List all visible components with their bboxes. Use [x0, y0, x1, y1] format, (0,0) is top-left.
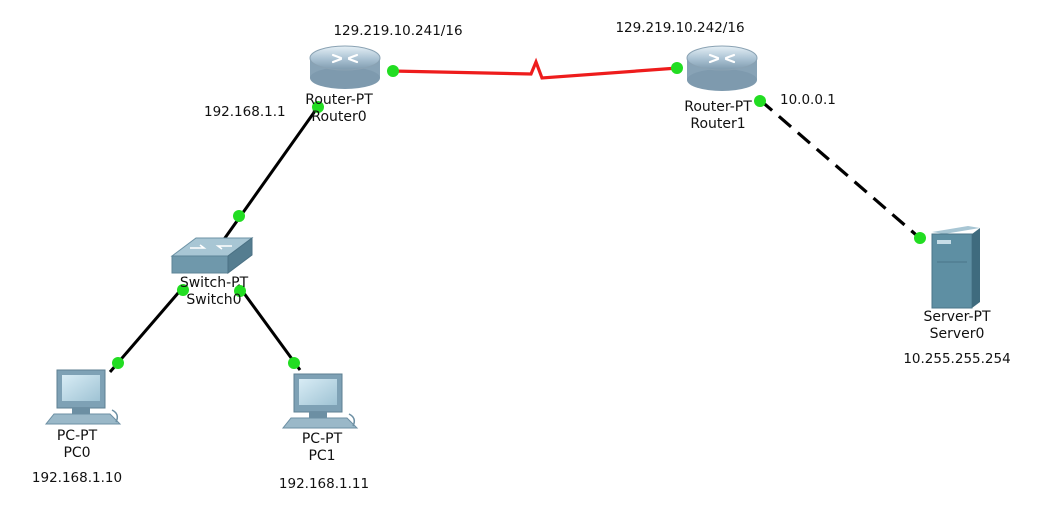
port-up-indicator: [754, 95, 766, 107]
serial-link-router0-router1[interactable]: [391, 57, 679, 80]
switch-icon: [170, 237, 254, 274]
ethernet-link-router0-switch0[interactable]: [213, 103, 322, 253]
router0-device[interactable]: [309, 45, 381, 89]
pc1-type-label: PC-PT: [301, 431, 343, 447]
switch0-name-label: Switch0: [186, 292, 242, 308]
router0-name-label: Router0: [311, 109, 367, 125]
router1-device[interactable]: [686, 45, 758, 91]
port-up-indicator: [234, 285, 246, 297]
pc1-name-label: PC1: [308, 448, 336, 464]
server0-device[interactable]: [931, 226, 980, 309]
server0-type-label: Server-PT: [923, 309, 991, 325]
crossover-link-router1-server0[interactable]: [758, 98, 924, 242]
server0-ip-label: 10.255.255.254: [903, 351, 1011, 367]
pc0-device[interactable]: [44, 369, 122, 425]
pc0-name-label: PC0: [63, 445, 91, 461]
router-icon: [686, 45, 758, 91]
pc1-device[interactable]: [281, 373, 359, 429]
pc1-ip-label: 192.168.1.11: [278, 476, 370, 492]
router1-lan-ip-label: 10.0.0.1: [780, 92, 836, 108]
router1-serial-ip-label: 129.219.10.242/16: [615, 20, 745, 36]
ethernet-link-switch0-pc1[interactable]: [236, 284, 302, 371]
links: [108, 57, 924, 373]
port-up-indicator: [387, 65, 399, 77]
port-up-indicator: [112, 357, 124, 369]
pc0-ip-label: 192.168.1.10: [31, 470, 123, 486]
port-indicators: [112, 62, 926, 369]
router1-type-label: Router-PT: [684, 99, 752, 115]
router1-name-label: Router1: [690, 116, 746, 132]
port-up-indicator: [914, 232, 926, 244]
switch0-type-label: Switch-PT: [179, 275, 249, 291]
router0-serial-ip-label: 129.219.10.241/16: [333, 23, 463, 39]
port-up-indicator: [288, 357, 300, 369]
pc0-type-label: PC-PT: [56, 428, 98, 444]
router0-lan-ip-label: 192.168.1.1: [204, 104, 286, 120]
router-icon: [309, 45, 381, 89]
pc-icon: [281, 373, 359, 429]
port-up-indicator: [177, 284, 189, 296]
port-up-indicator: [671, 62, 683, 74]
port-up-indicator: [233, 210, 245, 222]
server0-name-label: Server0: [929, 326, 985, 342]
switch0-device[interactable]: [170, 237, 254, 274]
router0-type-label: Router-PT: [305, 92, 373, 108]
port-up-indicator: [312, 101, 324, 113]
pc-icon: [44, 369, 122, 425]
ethernet-link-switch0-pc0[interactable]: [108, 284, 187, 373]
server-icon: [931, 226, 980, 309]
